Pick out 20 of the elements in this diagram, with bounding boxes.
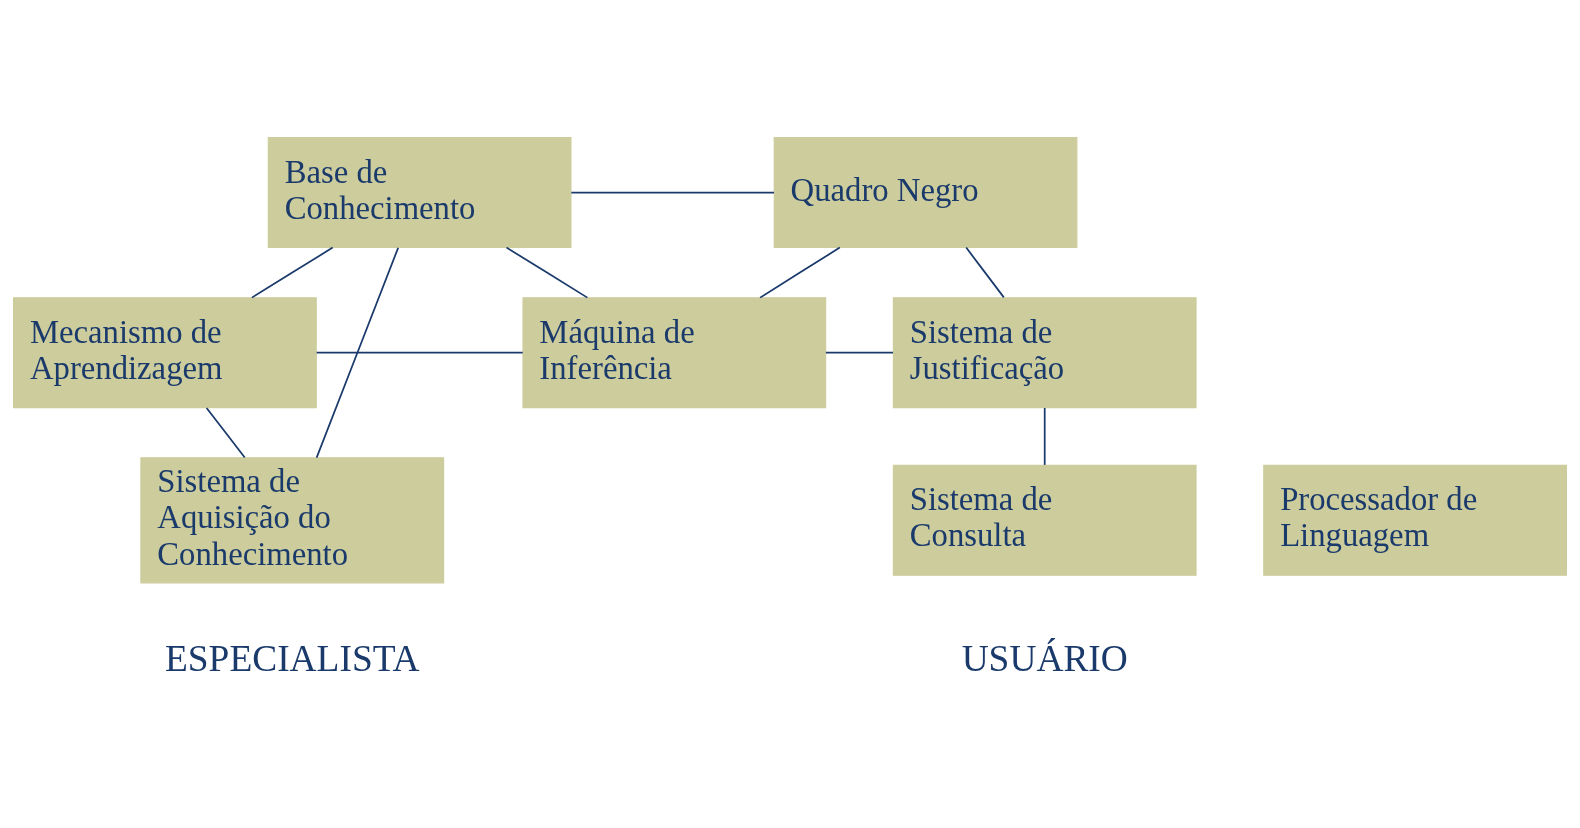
node-box: Mecanismo de Aprendizagem xyxy=(13,297,317,409)
label: ESPECIALISTA xyxy=(165,638,420,680)
node-box: Sistema de Consulta xyxy=(892,464,1197,576)
connector xyxy=(1043,407,1046,466)
node-box: Base de Conhecimento xyxy=(267,137,572,249)
connector xyxy=(505,246,589,299)
connector xyxy=(315,351,524,354)
node-box: Sistema de Justificação xyxy=(892,297,1197,409)
connector xyxy=(759,246,841,299)
connector xyxy=(251,246,334,299)
node-box: Sistema de Aquisição do Conhecimento xyxy=(140,457,445,584)
connector xyxy=(205,407,246,459)
node-box: Máquina de Inferência xyxy=(522,297,827,409)
connector xyxy=(825,351,894,354)
node-box: Processador de Linguagem xyxy=(1263,464,1567,576)
connector xyxy=(965,246,1005,299)
connector xyxy=(570,191,775,194)
node-box: Quadro Negro xyxy=(773,137,1078,249)
label: USUÁRIO xyxy=(961,638,1128,680)
connector xyxy=(315,246,400,459)
